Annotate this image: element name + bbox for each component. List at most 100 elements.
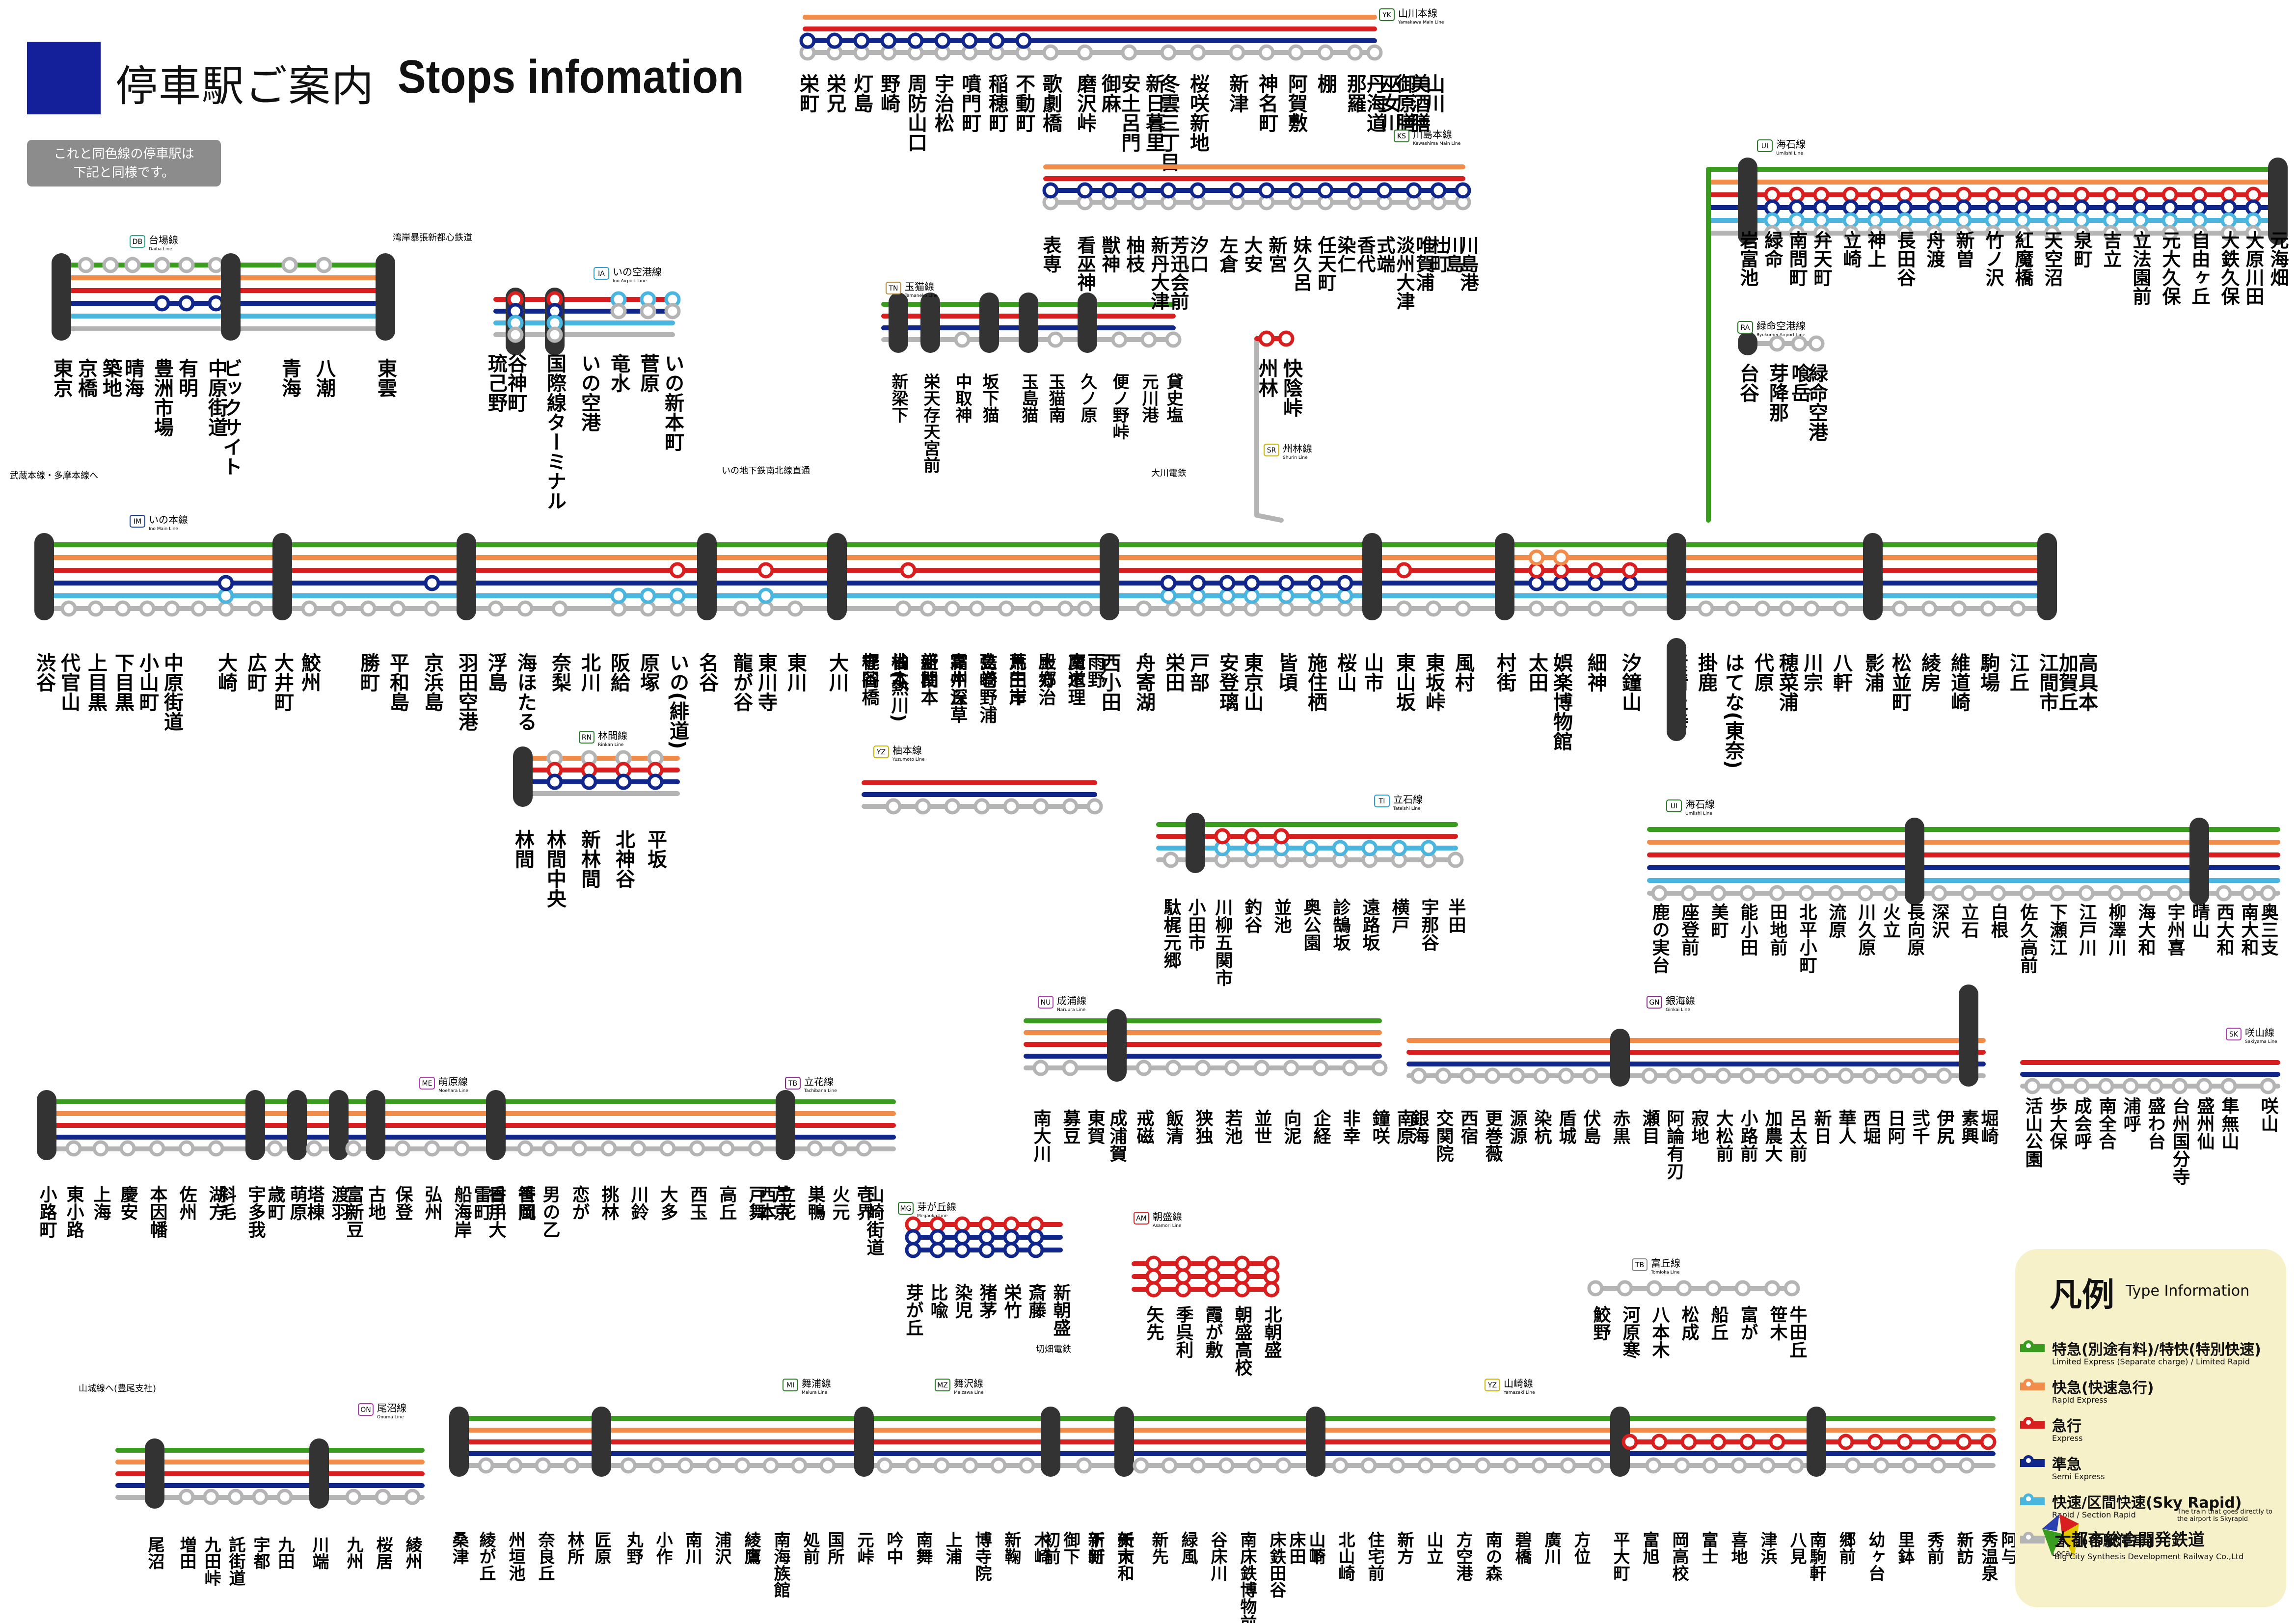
station-name: 増田 <box>177 1536 196 1570</box>
line-name-en: Tateishi Line <box>1393 806 1421 811</box>
station-name: 柚枝 <box>1123 236 1145 273</box>
stop-marker <box>2078 885 2095 902</box>
stop-marker <box>1725 600 1741 617</box>
stop-marker <box>988 32 1005 49</box>
station-name: 神上 <box>1864 231 1886 268</box>
stop-marker <box>2132 212 2149 229</box>
stop-marker <box>1587 562 1604 579</box>
stop-marker <box>1553 562 1569 579</box>
stop-marker <box>506 1457 523 1474</box>
station-name: 東京 <box>50 358 73 398</box>
stop-marker <box>1509 1067 1525 1084</box>
stop-marker <box>1032 798 1049 815</box>
transfer-station-marker <box>287 1090 307 1160</box>
stop-marker <box>1926 212 1943 229</box>
stop-marker <box>1317 44 1334 61</box>
station-name: はてな(東奈) <box>1722 653 1745 769</box>
stop-marker <box>1641 1067 1658 1084</box>
line-code-badge <box>1374 795 1390 807</box>
transfer-station-marker <box>272 533 292 620</box>
station-name: 元峠 <box>854 1531 874 1565</box>
stop-marker <box>1396 600 1412 617</box>
stop-marker <box>1189 1457 1206 1474</box>
stop-marker <box>1528 562 1545 579</box>
stop-marker <box>1278 587 1295 604</box>
stop-marker <box>648 1457 665 1474</box>
station-name: 交関院 <box>1433 1109 1454 1162</box>
transfer-station-marker <box>1807 1407 1826 1477</box>
line-code: YZ <box>876 748 886 756</box>
stop-marker <box>551 600 568 617</box>
station-name: 中原街道 <box>161 653 184 731</box>
station-name: 菅原 <box>637 353 660 393</box>
line-name-en: Tomioka Line <box>1650 1270 1680 1275</box>
station-name: 笹木 <box>1767 1305 1788 1341</box>
station-name: 新日暮里 <box>1142 74 1165 152</box>
transfer-station-marker <box>37 1090 56 1160</box>
stop-marker <box>2245 225 2262 241</box>
stop-marker <box>1405 182 1422 199</box>
stop-marker <box>1842 199 1859 216</box>
station-name: 飯清 <box>1163 1109 1184 1144</box>
stop-marker <box>2044 225 2060 241</box>
station-name: 霞が敷 <box>1203 1305 1223 1359</box>
station-name: 表専 <box>1040 236 1061 273</box>
stop-marker <box>640 303 656 319</box>
stop-marker <box>1361 840 1378 856</box>
station-name: 銀海 <box>1409 1109 1430 1144</box>
station-name: 唯賀浦 <box>1413 236 1434 292</box>
station-name: 玉島猫 <box>1019 373 1038 423</box>
stop-marker <box>1985 225 2001 241</box>
stop-marker <box>1705 1280 1722 1297</box>
stop-marker <box>1189 575 1206 591</box>
station-name: 林間中央 <box>543 829 567 908</box>
stop-marker <box>677 1457 694 1474</box>
station-name: 新津 <box>1226 74 1249 113</box>
station-name: 歩大保 <box>2047 1097 2068 1150</box>
stop-marker <box>2103 186 2119 203</box>
stop-marker <box>306 1140 323 1157</box>
station-name: 古地 <box>366 1185 386 1221</box>
stop-marker <box>163 600 180 617</box>
stop-marker <box>276 1489 293 1505</box>
station-name: 栄竹 <box>1001 1283 1022 1319</box>
stop-marker <box>1621 600 1638 617</box>
station-name: 貸史塩 <box>1163 373 1183 423</box>
station-name: 風村 <box>1452 653 1475 692</box>
station-name: 立石 <box>1959 903 1979 938</box>
stop-marker <box>2220 1078 2237 1094</box>
station-name: 芳迅会前 <box>1167 236 1189 310</box>
station-name: 安土呂門 <box>1118 74 1140 152</box>
legend-dot <box>2023 1417 2034 1428</box>
station-name: 掛鹿 <box>1695 653 1718 692</box>
line-name: いの空港線 <box>613 266 662 278</box>
line-code-badge <box>1485 1379 1500 1391</box>
stop-marker <box>1077 44 1093 61</box>
station-name: 南床鉄博物前 <box>1237 1531 1257 1623</box>
station-name: 平大町 <box>1610 1531 1630 1581</box>
station-name: 周防山口 <box>904 74 927 152</box>
line-code: RA <box>1741 324 1750 332</box>
station-name: 牛田丘 <box>1787 1305 1808 1358</box>
station-name: 加賀丘 <box>2055 653 2079 712</box>
station-name: 喜地 <box>1728 1531 1748 1565</box>
station-name: 募豆 <box>1060 1109 1081 1144</box>
stop-marker <box>1842 225 1859 241</box>
station-name: 堀崎 <box>1978 1109 1999 1144</box>
stop-marker <box>1754 600 1771 617</box>
station-name: 香風 <box>515 1185 536 1221</box>
station-name: 西小田 <box>1098 653 1121 712</box>
stop-marker <box>1882 885 1898 902</box>
stop-marker <box>1243 600 1260 617</box>
stop-marker <box>1553 575 1569 591</box>
stop-marker <box>1417 1457 1434 1474</box>
station-name: 歳町 <box>265 1185 286 1221</box>
station-name: 綾が丘 <box>476 1531 496 1581</box>
stop-marker <box>1955 212 1972 229</box>
station-name: 娯楽博物館 <box>1550 653 1573 751</box>
station-name: 名谷 <box>696 653 719 692</box>
station-name: 新町 <box>1085 1531 1105 1565</box>
stop-marker <box>2049 1078 2065 1094</box>
station-name: 勝町 <box>357 653 380 692</box>
